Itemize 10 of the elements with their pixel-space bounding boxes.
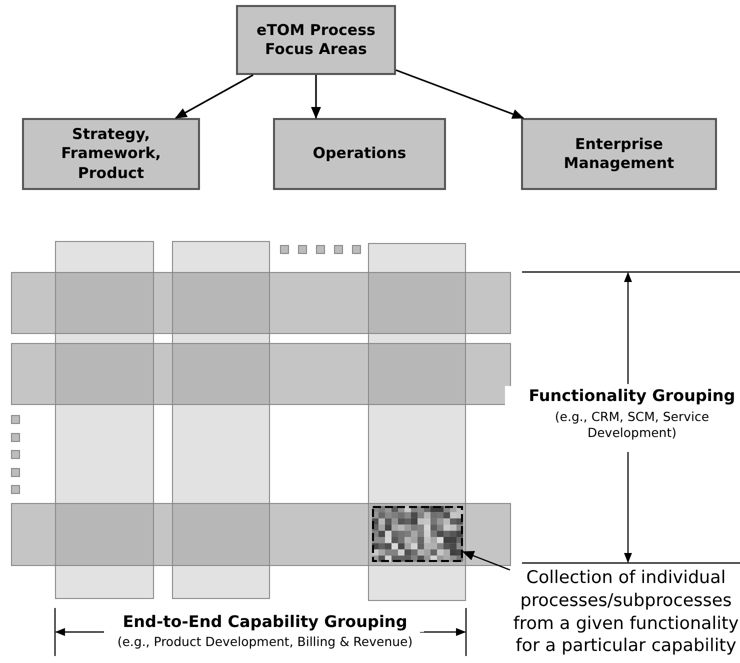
process-box: Operations — [273, 118, 446, 190]
process-box: Strategy, Framework, Product — [22, 118, 200, 190]
arrow — [174, 74, 254, 119]
leader-line — [462, 551, 510, 570]
noise-box — [372, 506, 463, 562]
process-box: eTOM Process Focus Areas — [236, 5, 396, 75]
arrow — [311, 75, 321, 119]
callout-text: Collection of individual processes/subprocesses from a given functionality for a particular capability — [510, 567, 740, 658]
arrow — [396, 69, 524, 119]
process-box: Enterprise Management — [521, 118, 717, 190]
